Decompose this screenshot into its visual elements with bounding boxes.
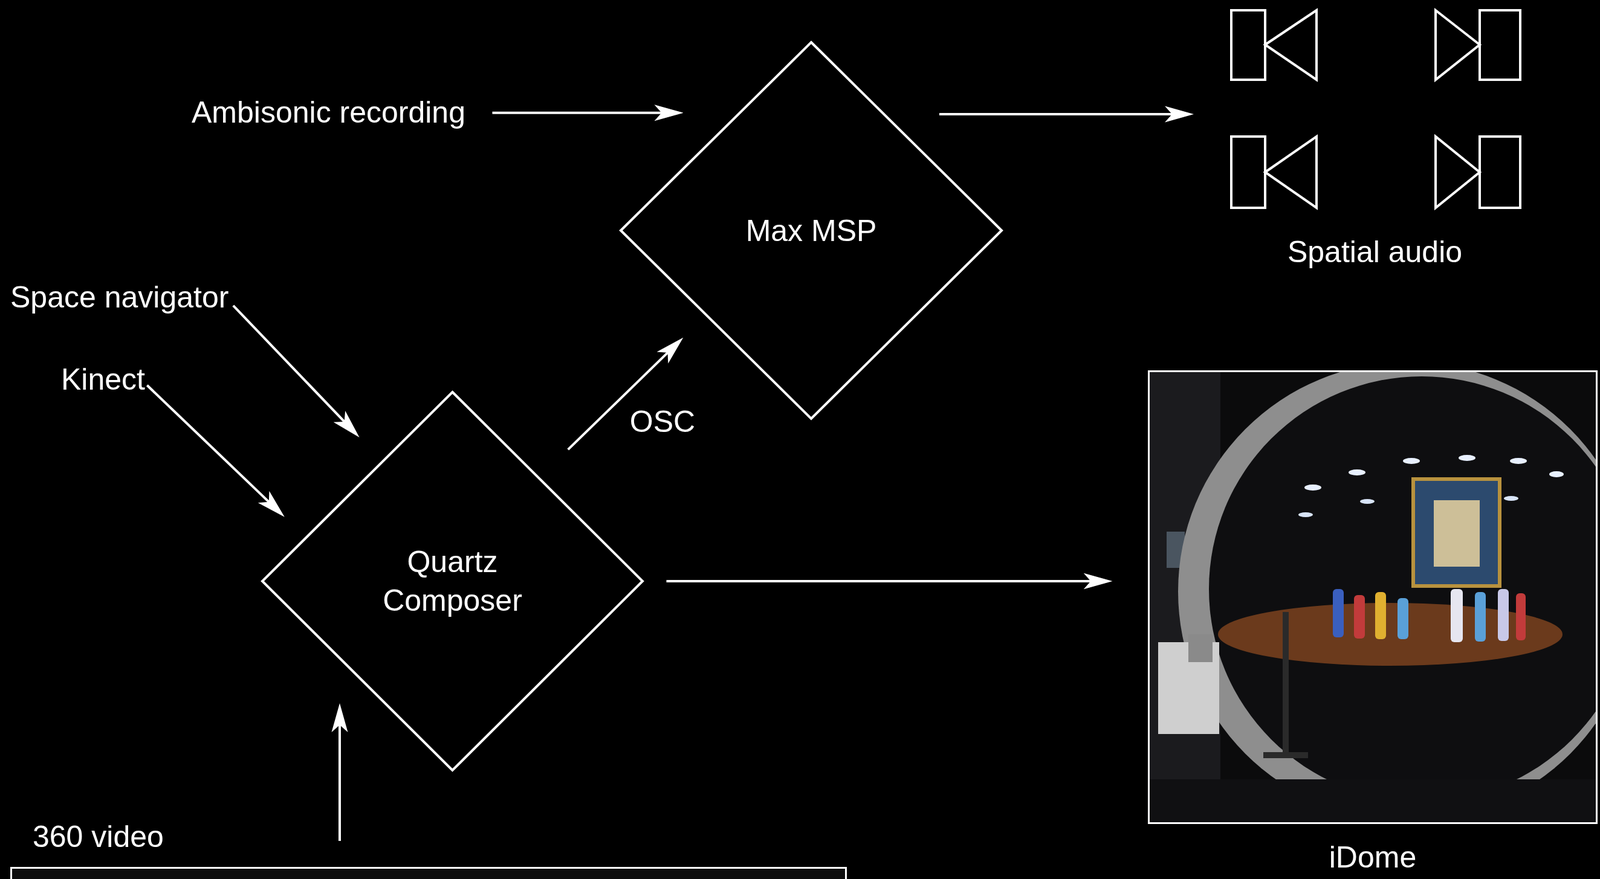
performer: [1515, 593, 1526, 641]
stage-painting: [1433, 500, 1480, 567]
flow-arrow: [939, 113, 1180, 116]
performer: [1353, 595, 1365, 639]
process-diamond: Quartz Composer: [261, 391, 644, 772]
input-label: Space navigator: [10, 280, 229, 316]
dome-light: [1503, 496, 1519, 502]
process-name: Quartz Composer: [353, 542, 553, 621]
speaker-box: [1479, 136, 1521, 208]
flow-arrow: [492, 111, 669, 115]
speaker-cone: [1435, 10, 1480, 80]
diamond-text-holder: Quartz Composer: [353, 542, 553, 621]
performer: [1397, 598, 1409, 640]
flow-arrow: [233, 305, 350, 428]
dome-light: [1549, 471, 1564, 478]
node-caption: Spatial audio: [1229, 235, 1521, 269]
diamond-outline: [262, 392, 643, 771]
dome-light: [1402, 458, 1420, 465]
flow-arrow: [338, 718, 341, 842]
dome-inside: [1208, 376, 1596, 803]
diamond-outline: [261, 391, 644, 772]
dome-light: [1304, 484, 1322, 491]
flow-arrow: [666, 580, 1099, 583]
speaker-icons: [1231, 10, 1521, 208]
process-diamond: Max MSP: [619, 41, 1003, 421]
speaker-cone: [1435, 136, 1480, 208]
edge-label: OSC: [626, 403, 699, 442]
performer: [1497, 589, 1509, 642]
diamond-text-holder: Max MSP: [745, 211, 878, 251]
dome-shell: [1178, 372, 1596, 822]
video-frame: 360 video: [10, 867, 847, 879]
edge-label-holder: OSC: [626, 403, 699, 442]
diamond-outline: [620, 42, 1002, 419]
input-name: Ambisonic recording: [191, 95, 466, 131]
process-name: Max MSP: [745, 211, 878, 251]
photo-floor: [1149, 779, 1596, 823]
dome-light: [1348, 469, 1366, 476]
performer: [1375, 592, 1387, 640]
performer: [1474, 592, 1486, 642]
node-caption: iDome: [1149, 841, 1596, 875]
input-label: Kinect: [61, 362, 146, 398]
speaker-box: [1479, 10, 1521, 80]
input-label: Ambisonic recording: [191, 95, 466, 131]
idome-photo: [1149, 372, 1596, 823]
dome-light: [1458, 455, 1476, 462]
dome-light: [1509, 458, 1527, 465]
input-name: Kinect: [61, 362, 146, 398]
speaker-box: [1231, 136, 1266, 208]
speaker-group: Spatial audio: [1229, 7, 1521, 210]
speaker-cone: [1265, 136, 1317, 208]
display-frame: iDome: [1147, 370, 1598, 825]
dome-light: [1298, 512, 1313, 518]
node-caption: 360 video: [12, 820, 846, 855]
performer: [1450, 589, 1463, 643]
dome-light: [1360, 499, 1375, 505]
photo-stand: [1282, 612, 1289, 755]
photo-stand: [1263, 752, 1309, 759]
stage-backdrop: [1413, 479, 1500, 587]
speaker-box: [1231, 10, 1266, 80]
photo-laptop: [1188, 634, 1213, 663]
input-name: Space navigator: [10, 280, 229, 316]
flow-arrow: [146, 385, 274, 508]
speaker-cone: [1265, 10, 1317, 80]
stage-floor: [1217, 603, 1563, 667]
performer: [1332, 589, 1344, 638]
